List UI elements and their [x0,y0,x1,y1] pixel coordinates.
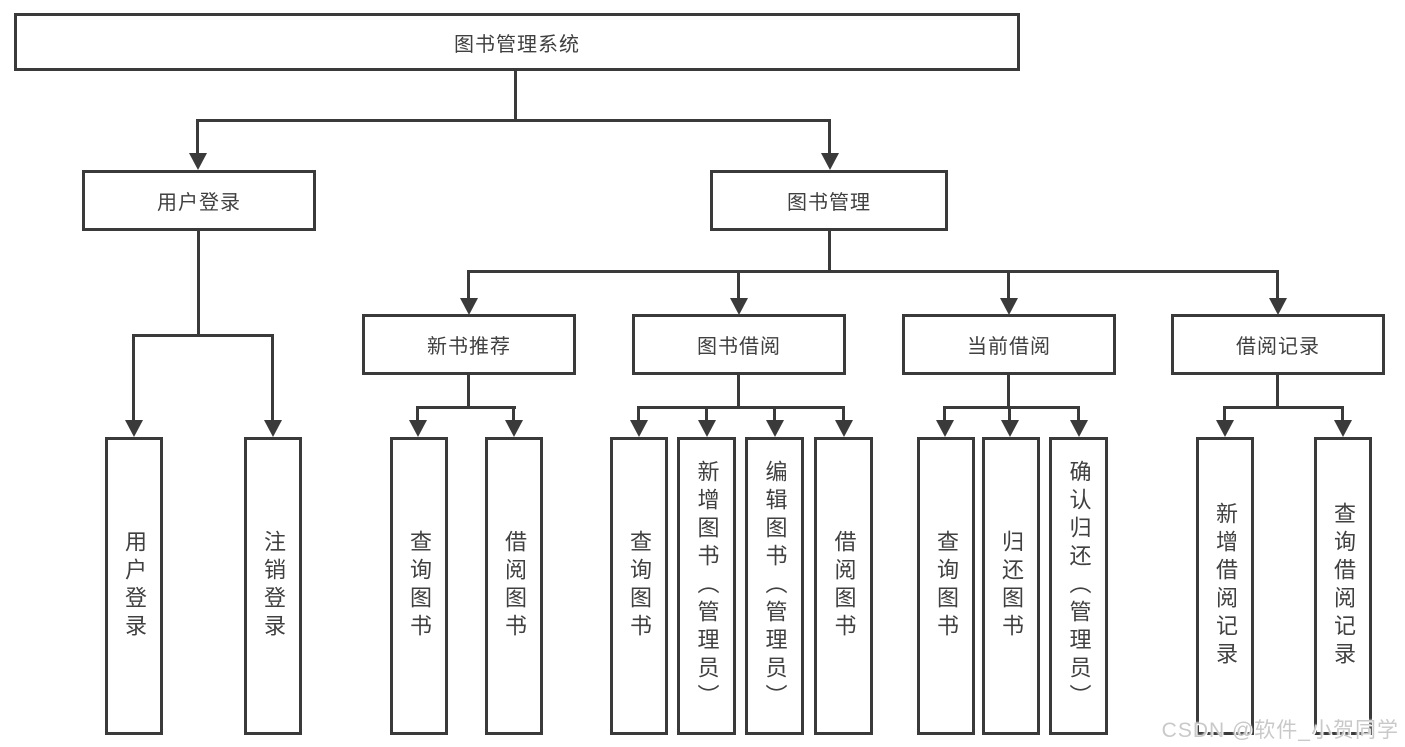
connector-new-book-rail [416,406,516,409]
arrow-new-book-leaf-1 [416,406,419,420]
node-borrowing-records: 借阅记录 [1171,314,1385,375]
node-current-borrowing: 当前借阅 [902,314,1116,375]
connector-borrowing-records-rail [1223,406,1344,409]
connector-book-borrowing-stem [737,375,740,408]
leaf-borrow-books: 借阅图书 [814,437,873,735]
connector-level2-rail [196,119,831,122]
arrow-borrowing-records-leaf-1 [1223,406,1226,420]
arrow-to-leaf-user-login [132,334,135,420]
leaf-label: 编辑图书（管理员） [762,460,788,712]
arrow-current-borrowing-leaf-3 [1077,406,1080,420]
connector-root-stem [514,70,517,120]
node-user-login: 用户登录 [82,170,316,231]
leaf-borrow-books-recommend: 借阅图书 [485,437,543,735]
connector-user-login-stem [197,231,200,336]
leaf-query-books-borrowing: 查询图书 [610,437,668,735]
node-new-book-recommendation: 新书推荐 [362,314,576,375]
arrow-to-book-borrowing [737,270,740,298]
arrow-to-borrowing-records [1276,270,1279,298]
arrow-book-borrowing-leaf-3 [773,406,776,420]
leaf-label: 查询图书 [407,530,432,642]
node-library-management-system: 图书管理系统 [14,13,1020,71]
node-book-management: 图书管理 [710,170,948,231]
leaf-add-books-admin: 新增图书（管理员） [677,437,736,735]
arrow-borrowing-records-leaf-2 [1341,406,1344,420]
connector-user-login-rail [132,334,274,337]
leaf-label: 归还图书 [999,530,1024,642]
arrow-to-current-borrowing [1007,270,1010,298]
connector-borrowing-records-stem [1276,375,1279,408]
arrow-to-leaf-logout [271,334,274,420]
leaf-label: 借阅图书 [502,530,527,642]
connector-book-borrowing-rail [637,406,845,409]
arrow-book-borrowing-leaf-1 [637,406,640,420]
connector-current-borrowing-rail [943,406,1080,409]
leaf-label: 确认归还（管理员） [1066,460,1092,712]
leaf-label: 查询图书 [934,530,959,642]
leaf-query-borrow-record: 查询借阅记录 [1314,437,1372,735]
leaf-label: 用户登录 [122,530,147,642]
leaf-edit-books-admin: 编辑图书（管理员） [745,437,804,735]
leaf-label: 查询图书 [627,530,652,642]
connector-level3-rail [467,270,1278,273]
node-book-borrowing: 图书借阅 [632,314,846,375]
arrow-book-borrowing-leaf-2 [705,406,708,420]
arrow-to-book-management [828,119,831,153]
leaf-label: 新增图书（管理员） [694,460,720,712]
arrow-book-borrowing-leaf-4 [842,406,845,420]
arrow-current-borrowing-leaf-1 [943,406,946,420]
leaf-confirm-return-admin: 确认归还（管理员） [1049,437,1108,735]
leaf-logout: 注销登录 [244,437,302,735]
leaf-query-books-recommend: 查询图书 [390,437,448,735]
leaf-return-books: 归还图书 [982,437,1040,735]
arrow-to-new-book-recommendation [467,270,470,298]
arrow-new-book-leaf-2 [512,406,515,420]
connector-new-book-stem [467,375,470,408]
arrow-current-borrowing-leaf-2 [1008,406,1011,420]
leaf-label: 注销登录 [261,530,286,642]
leaf-add-borrow-record: 新增借阅记录 [1196,437,1254,735]
connector-book-management-stem [828,231,831,272]
leaf-label: 借阅图书 [831,530,857,642]
watermark: CSDN @软件_小贺同学 [1161,719,1399,742]
leaf-query-books-current: 查询图书 [917,437,975,735]
arrow-to-user-login [196,119,199,153]
leaf-label: 新增借阅记录 [1213,502,1238,670]
connector-current-borrowing-stem [1007,375,1010,408]
leaf-label: 查询借阅记录 [1331,502,1356,670]
leaf-user-login: 用户登录 [105,437,163,735]
